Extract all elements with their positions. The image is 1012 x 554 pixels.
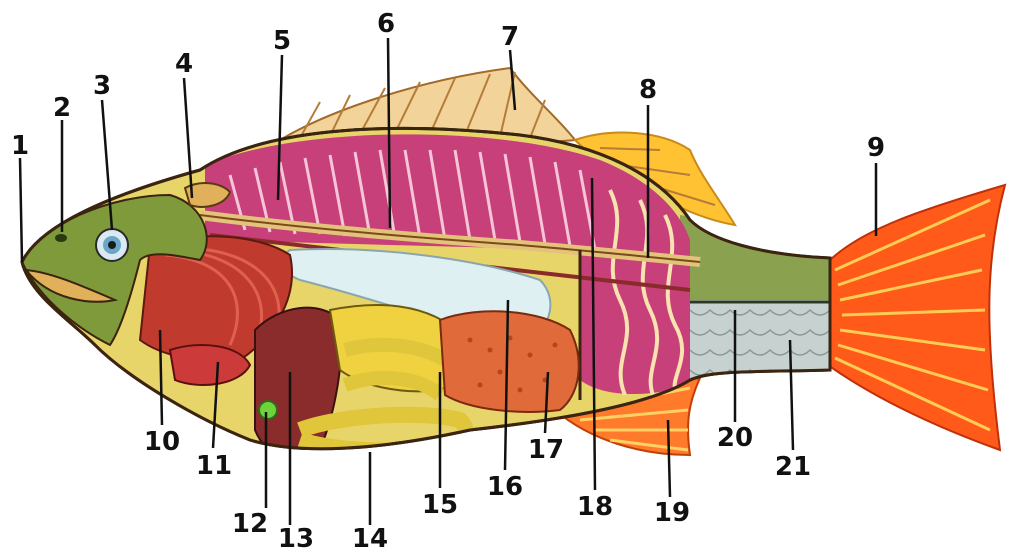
label-9: 9	[867, 135, 885, 161]
nostril	[55, 234, 67, 242]
label-15: 15	[422, 492, 458, 518]
label-7: 7	[501, 24, 519, 50]
label-20: 20	[717, 425, 753, 451]
label-5: 5	[273, 28, 291, 54]
label-18: 18	[577, 494, 613, 520]
label-2: 2	[53, 95, 71, 121]
label-10: 10	[144, 429, 180, 455]
tail-fin	[828, 185, 1005, 450]
ovary	[440, 311, 579, 412]
label-12: 12	[232, 511, 268, 537]
label-17: 17	[528, 437, 564, 463]
label-11: 11	[196, 453, 232, 479]
label-13: 13	[278, 526, 314, 552]
label-8: 8	[639, 77, 657, 103]
label-4: 4	[175, 51, 193, 77]
gall-bladder	[259, 401, 277, 419]
label-21: 21	[775, 454, 811, 480]
label-14: 14	[352, 526, 388, 552]
label-6: 6	[377, 11, 395, 37]
leader-1	[20, 158, 22, 262]
label-3: 3	[93, 73, 111, 99]
label-1: 1	[11, 133, 29, 159]
label-19: 19	[654, 500, 690, 526]
label-16: 16	[487, 474, 523, 500]
